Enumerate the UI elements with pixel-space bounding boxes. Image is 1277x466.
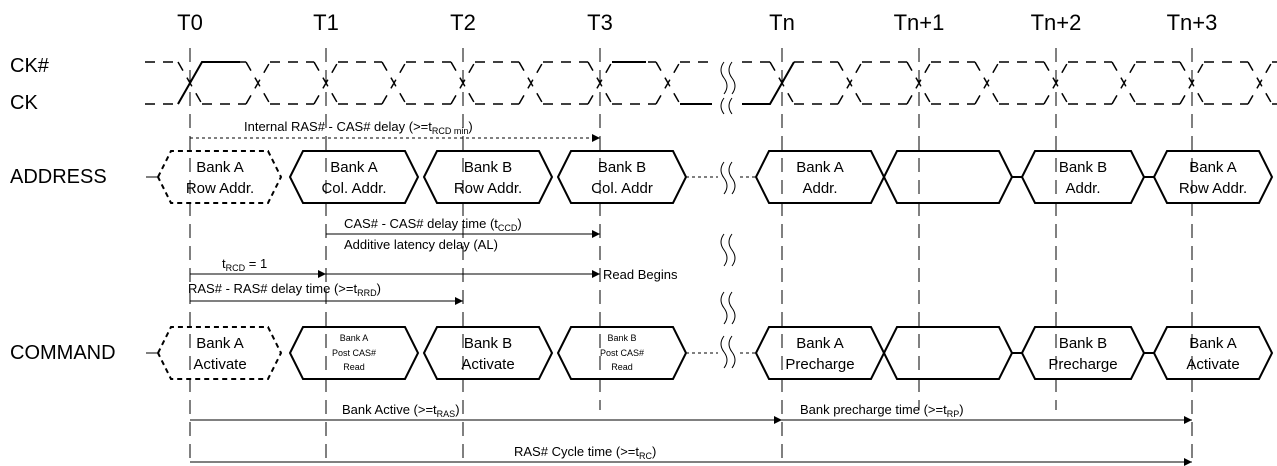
address-box-empty <box>882 150 1014 204</box>
address-box-1-line1: Bank A <box>196 159 244 176</box>
rrd-label: RAS# - RAS# delay time (>=tRRD) <box>188 281 381 298</box>
break-mark-ck-3 <box>720 97 725 115</box>
rc-label: RAS# Cycle time (>=tRC) <box>514 444 656 461</box>
command-box-7-line2: Precharge <box>1048 356 1117 373</box>
address-box-5-line2: Addr. <box>802 180 837 197</box>
read-begins-label: Read Begins <box>603 267 678 282</box>
clock-label-tn2: Tn+2 <box>1031 10 1082 35</box>
break-mark-mid-2 <box>728 233 736 267</box>
address-bus: Bank A Row Addr. Bank A Col. Addr. Bank … <box>146 150 1274 204</box>
command-box-2-line1: Bank A <box>340 333 369 343</box>
break-mark-ck-2 <box>728 61 736 95</box>
address-box-3-line1: Bank B <box>464 159 512 176</box>
address-box-2-line1: Bank A <box>330 159 378 176</box>
trcd-label: tRCD = 1 <box>222 256 267 273</box>
command-box-bank-b-activate <box>422 326 554 380</box>
address-box-7-line1: Bank B <box>1059 159 1107 176</box>
break-mark-command-2 <box>728 335 736 369</box>
command-box-5-line2: Precharge <box>785 356 854 373</box>
break-mark-address-2 <box>728 161 736 195</box>
clock-label-tn3: Tn+3 <box>1167 10 1218 35</box>
address-box-8-line2: Row Addr. <box>1179 180 1247 197</box>
address-box-2-line2: Col. Addr. <box>321 180 386 197</box>
command-box-4-line3: Read <box>611 362 633 372</box>
address-box-bank-a-row <box>156 150 283 204</box>
command-box-2-line2: Post CAS# <box>332 348 376 358</box>
clock-wave-right <box>742 61 1277 105</box>
clock-reference-lines <box>189 48 1193 466</box>
address-box-bank-a-col <box>288 150 420 204</box>
command-box-4-line2: Post CAS# <box>600 348 644 358</box>
address-box-1-line2: Row Addr. <box>186 180 254 197</box>
address-box-4-line1: Bank B <box>598 159 646 176</box>
rp-label: Bank precharge time (>=tRP) <box>800 402 964 419</box>
command-box-bank-a-activate-2 <box>1152 326 1274 380</box>
break-marks <box>720 61 736 369</box>
signal-label-address: ADDRESS <box>10 166 107 188</box>
address-box-bank-b-row <box>422 150 554 204</box>
ccd-label: CAS# - CAS# delay time (tCCD) <box>344 216 522 233</box>
command-box-3-line1: Bank B <box>464 335 512 352</box>
command-box-1-line2: Activate <box>193 356 246 373</box>
ras-cas-delay-label: Internal RAS# - CAS# delay (>=tRCD min) <box>244 119 473 136</box>
break-mark-address-1 <box>720 161 728 195</box>
command-box-3-line2: Activate <box>461 356 514 373</box>
timing-annotations: Internal RAS# - CAS# delay (>=tRCD min) … <box>188 119 1192 466</box>
ck-rising-edge-tn <box>742 61 795 105</box>
command-box-8-line1: Bank A <box>1189 335 1237 352</box>
command-box-2-line3: Read <box>343 362 365 372</box>
break-mark-mid-3 <box>720 291 728 325</box>
address-box-bank-a-row-2 <box>1152 150 1274 204</box>
ras-label: Bank Active (>=tRAS) <box>342 402 460 419</box>
command-box-bank-a-post-cas <box>288 326 420 380</box>
signal-label-ck-bar: CK# <box>10 55 50 77</box>
clock-labels: T0 T1 T2 T3 Tn Tn+1 Tn+2 Tn+3 <box>177 10 1217 35</box>
clock-label-t1: T1 <box>313 10 339 35</box>
command-box-8-line2: Activate <box>1186 356 1239 373</box>
clock-waveforms <box>145 61 1277 105</box>
break-mark-mid-4 <box>728 291 736 325</box>
command-box-bank-a-activate <box>156 326 283 380</box>
clock-label-t2: T2 <box>450 10 476 35</box>
command-box-7-line1: Bank B <box>1059 335 1107 352</box>
break-mark-command-1 <box>720 335 728 369</box>
ck-rising-edge-t0 <box>177 61 240 105</box>
break-mark-mid-1 <box>720 233 728 267</box>
break-mark-ck-4 <box>728 97 733 115</box>
al-label: Additive latency delay (AL) <box>344 237 498 252</box>
signal-label-ck: CK <box>10 92 38 114</box>
address-box-3-line2: Row Addr. <box>454 180 522 197</box>
address-box-8-line1: Bank A <box>1189 159 1237 176</box>
command-box-5-line1: Bank A <box>796 335 844 352</box>
address-box-4-line2: Col. Addr <box>591 180 653 197</box>
command-bus: Bank A Activate Bank A Post CAS# Read Ba… <box>146 326 1274 380</box>
clock-label-t3: T3 <box>587 10 613 35</box>
clock-wave-left <box>145 61 712 105</box>
address-box-7-line2: Addr. <box>1065 180 1100 197</box>
command-box-1-line1: Bank A <box>196 335 244 352</box>
signal-label-command: COMMAND <box>10 342 116 364</box>
clock-label-tn1: Tn+1 <box>894 10 945 35</box>
break-mark-ck-1 <box>720 61 728 95</box>
clock-label-t0: T0 <box>177 10 203 35</box>
command-box-4-line1: Bank B <box>607 333 636 343</box>
command-box-empty <box>882 326 1014 380</box>
address-box-5-line1: Bank A <box>796 159 844 176</box>
clock-label-tn: Tn <box>769 10 795 35</box>
